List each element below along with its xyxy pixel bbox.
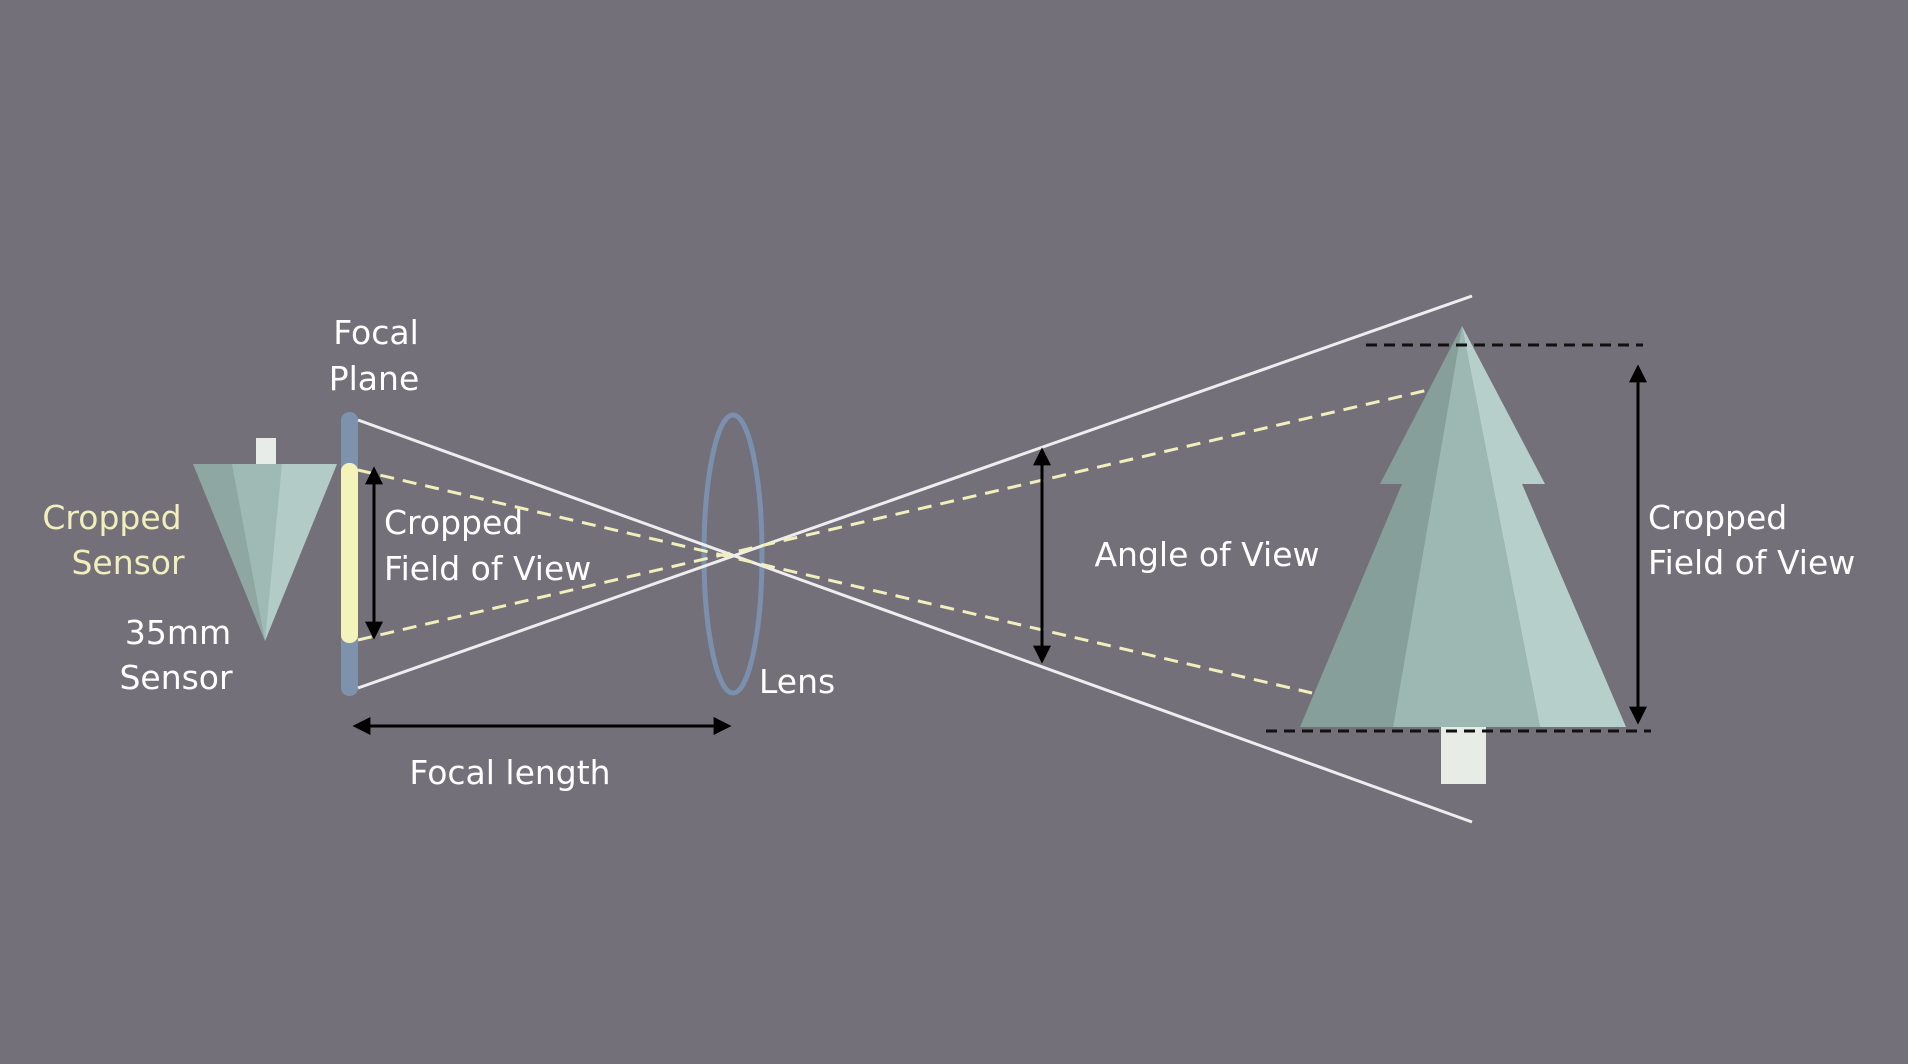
- tree-small-crown-light: [265, 464, 337, 641]
- tree-icon-small: [193, 438, 337, 641]
- ray-solid-bottom: [357, 294, 1473, 690]
- label-cropped-fov-left-2: Field of View: [384, 549, 591, 588]
- label-cropped-fov-right-1: Cropped: [1648, 498, 1787, 537]
- tree-small-trunk: [256, 438, 276, 466]
- tree-large-right-light: [1462, 326, 1626, 727]
- label-angle-of-view: Angle of View: [1094, 535, 1319, 574]
- sensor-cropped: [341, 463, 358, 643]
- label-lens: Lens: [759, 662, 835, 701]
- tree-large-middle: [1393, 326, 1540, 727]
- ray-dashed-top: [357, 468, 1313, 695]
- label-focal-plane-1: Focal: [333, 313, 419, 352]
- label-focal-plane-2: Plane: [329, 359, 420, 398]
- tree-large-trunk: [1441, 724, 1486, 784]
- label-focal-length: Focal length: [409, 753, 610, 792]
- lens-icon: [701, 412, 765, 696]
- tree-icon-large: [1300, 326, 1626, 784]
- label-35mm-sensor-1: 35mm: [125, 613, 231, 652]
- label-35mm-sensor-2: Sensor: [119, 658, 233, 697]
- label-cropped-sensor-2: Sensor: [71, 543, 185, 582]
- tree-large-left-dark: [1300, 326, 1462, 727]
- ray-solid-top: [357, 418, 1473, 824]
- label-cropped-fov-right-2: Field of View: [1648, 543, 1855, 582]
- label-cropped-sensor-1: Cropped: [42, 498, 181, 537]
- label-cropped-fov-left-1: Cropped: [384, 503, 523, 542]
